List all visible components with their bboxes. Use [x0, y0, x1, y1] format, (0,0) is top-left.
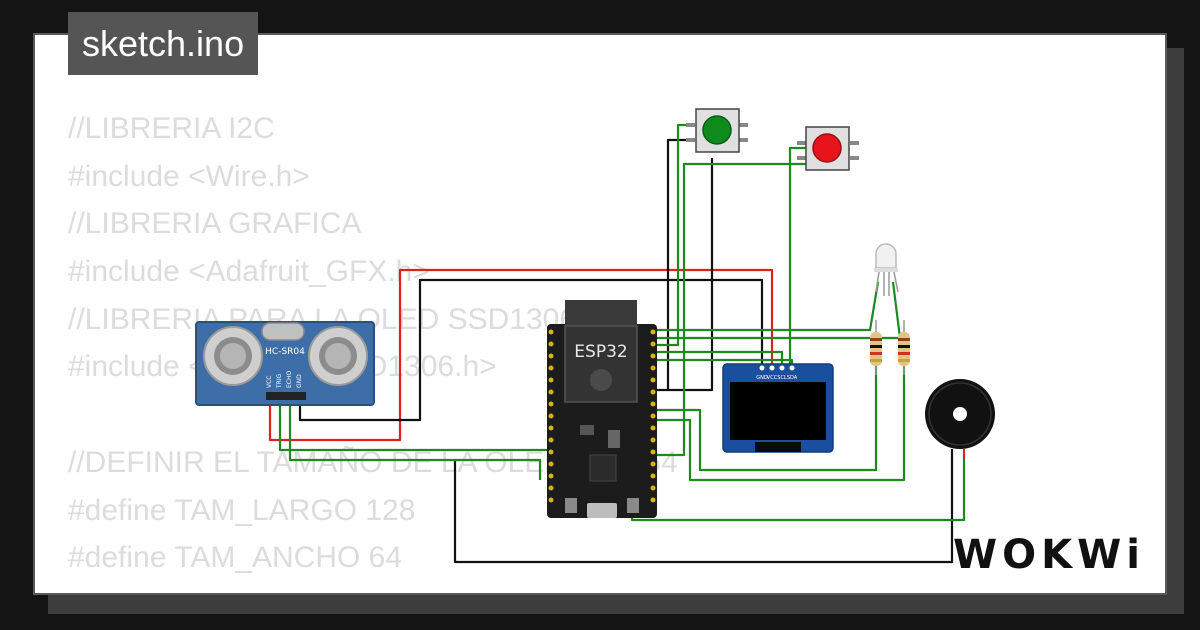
wire-green-res1 [652, 365, 878, 472]
oled-pin-gnd: GND [756, 375, 768, 381]
esp32-label: ESP32 [574, 342, 627, 362]
wire-red-vcc [268, 268, 774, 442]
wire-green-scl [652, 350, 784, 366]
code-line: #include <Adafruit_GFX.h> [68, 255, 430, 289]
wire-green-res2 [652, 365, 906, 482]
pushbutton-green[interactable] [686, 108, 748, 153]
buzzer[interactable] [925, 379, 995, 460]
wire-green-btn2 [788, 146, 806, 366]
resistor-1[interactable] [870, 320, 882, 375]
wire-green-btn2b [652, 162, 806, 457]
wire-black-button [652, 158, 714, 392]
ultrasonic-label: HC-SR04 [265, 347, 305, 357]
code-line: #define TAM_LARGO 128 [68, 493, 416, 527]
code-line: #define TAM_ANCHO 64 [68, 541, 403, 575]
ultrasonic-pin-trig: TRIG [276, 373, 283, 389]
ultrasonic-pin-echo: ECHO [286, 371, 293, 388]
rgb-led[interactable] [874, 243, 899, 296]
file-tab[interactable]: sketch.ino [68, 12, 259, 75]
esp32-board[interactable]: ESP32 [547, 300, 657, 518]
wire-black-gnd [298, 278, 764, 422]
ultrasonic-pin-vcc: VCC [266, 376, 273, 388]
ultrasonic-sensor[interactable]: HC-SR04 VCC TRIG ECHO GND [195, 321, 375, 406]
oled-pin-vcc: VCC [767, 375, 778, 381]
pushbutton-red[interactable] [797, 126, 859, 171]
wokwi-logo: WOKWi [953, 532, 1145, 578]
code-line: //LIBRERIA I2C [68, 112, 275, 145]
wire-green-echo [288, 392, 542, 480]
oled-pin-scl: SCL [777, 375, 787, 381]
ultrasonic-pin-gnd: GND [296, 374, 303, 388]
oled-display[interactable]: GND VCC SCL SDA [722, 363, 834, 453]
wire-green-trig [278, 392, 600, 452]
code-line: #include <Wire.h> [68, 159, 310, 193]
wire-black-buzzer [453, 452, 954, 564]
wire-green-btn1 [652, 123, 695, 347]
oled-pin-sda: SDA [787, 375, 798, 381]
wire-green-led [652, 281, 880, 332]
code-line: //LIBRERIA GRAFICA [68, 207, 362, 241]
resistor-2[interactable] [898, 320, 910, 375]
